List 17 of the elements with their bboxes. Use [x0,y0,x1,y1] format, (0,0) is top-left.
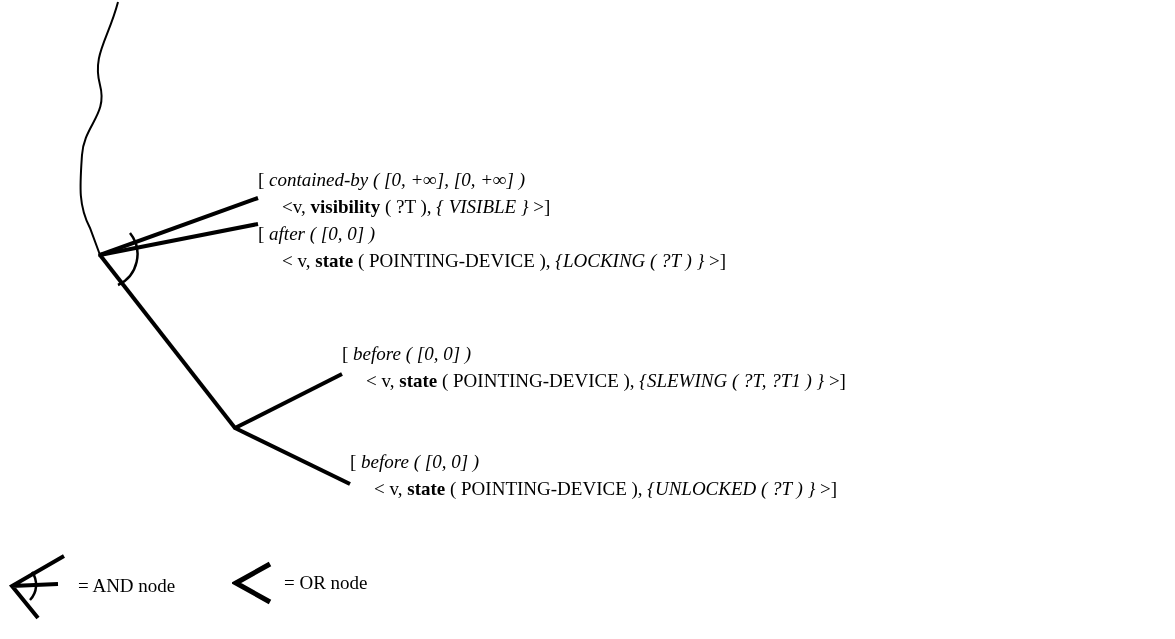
branch-line [99,222,259,257]
relation-heading: [ contained-by ( [0, +∞], [0, +∞] ) [258,168,525,192]
legend-label: = AND node [78,573,176,598]
relation-heading: [ after ( [0, 0] ) [258,222,376,246]
relation-heading: [ before ( [0, 0] ) [350,450,480,474]
curved-line [79,1,119,256]
relation-heading: [ before ( [0, 0] ) [342,342,472,366]
or-node [233,426,237,430]
branch-line [234,426,351,486]
state-condition: <v, visibility ( ?T ), { VISIBLE } >] [281,195,551,219]
state-condition: < v, state ( POINTING-DEVICE ), {UNLOCKED ( ?T ) } >] [373,477,838,501]
branch-line [98,253,237,430]
and-node [98,253,102,257]
branch-line [234,372,343,430]
state-condition: < v, state ( POINTING-DEVICE ), {SLEWING ( ?T, ?T1 ) } >] [365,369,846,393]
legend-label: = OR node [284,570,368,595]
state-condition: < v, state ( POINTING-DEVICE ), {LOCKING ( ?T ) } >] [281,249,727,273]
